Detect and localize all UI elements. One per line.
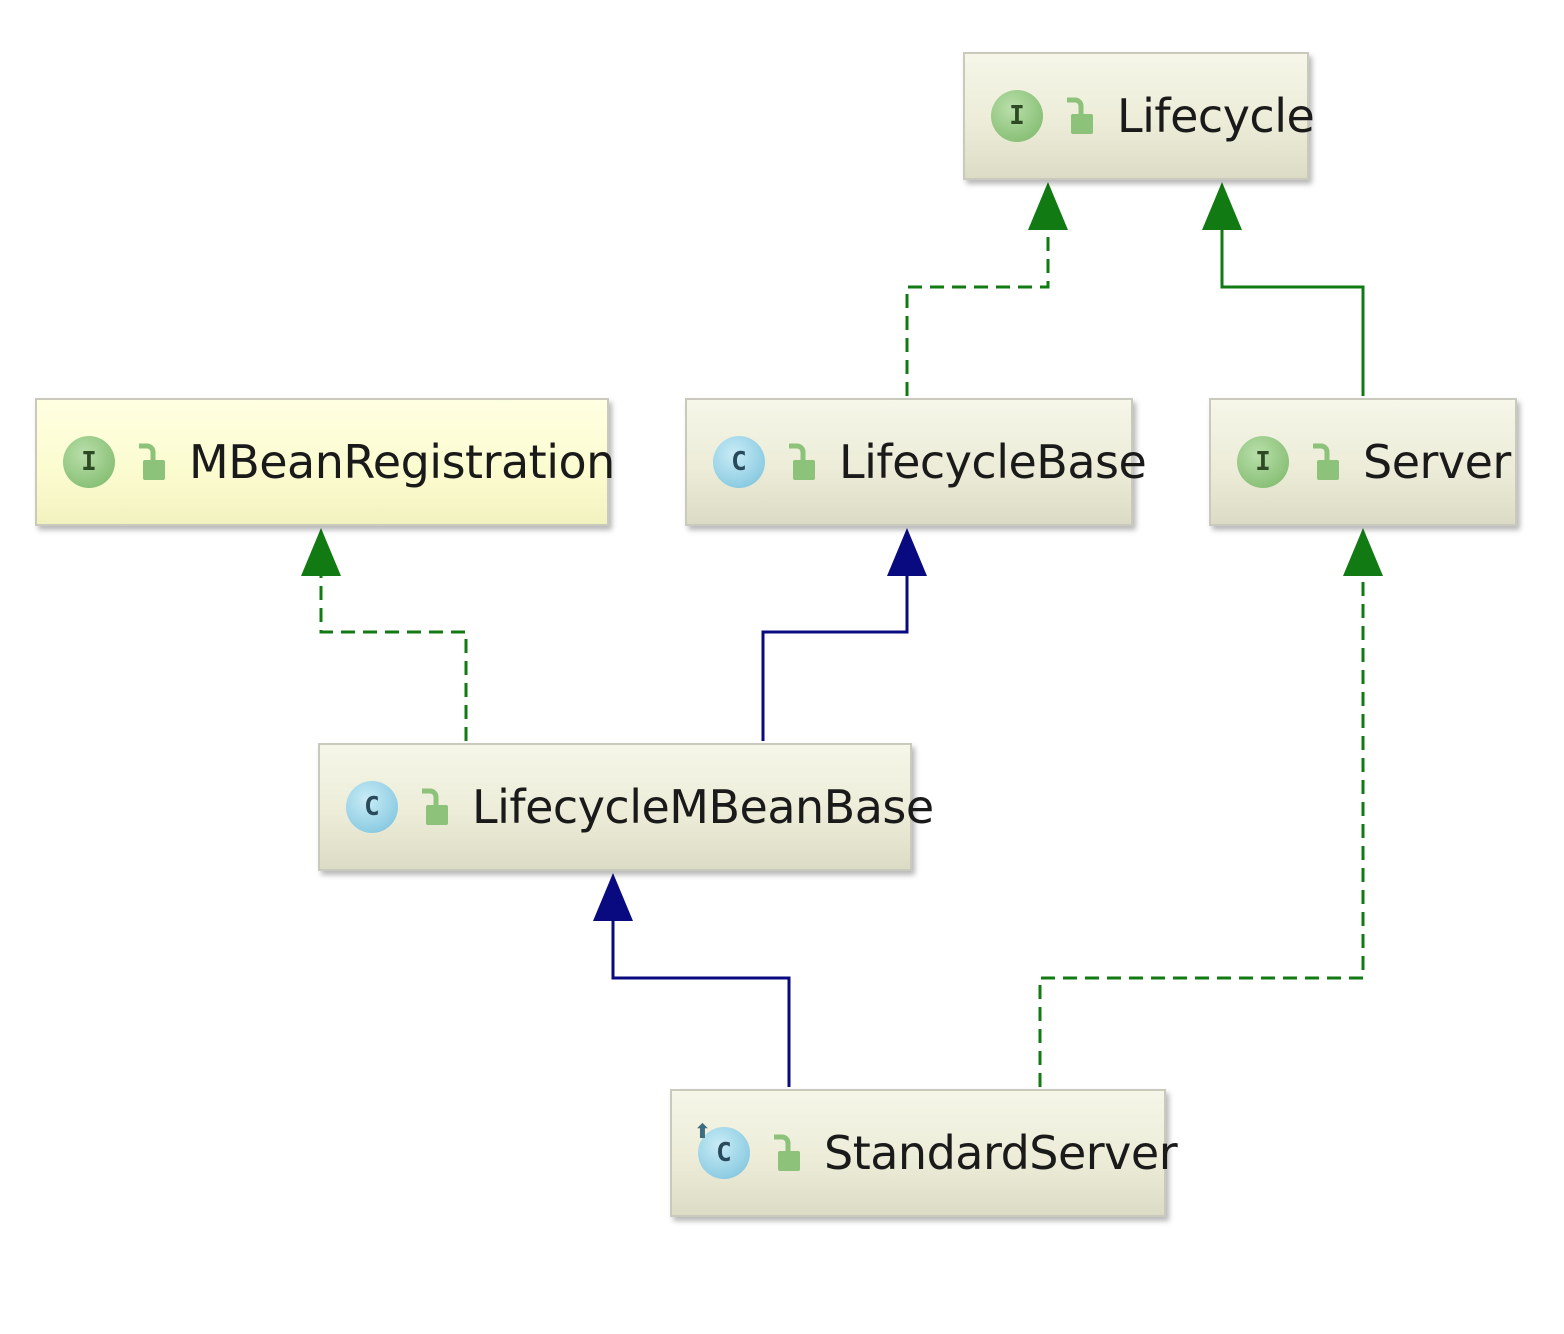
node-server[interactable]: I Server [1209, 398, 1517, 526]
node-label: LifecycleMBeanBase [472, 780, 934, 834]
node-label: Lifecycle [1117, 89, 1315, 143]
lock-open-icon [789, 443, 815, 480]
edge-std-to-server [1038, 536, 1365, 1087]
class-badge-letter: C [716, 1138, 732, 1168]
node-mbean-registration[interactable]: I MBeanRegistration [35, 398, 615, 526]
lock-open-icon [1313, 443, 1339, 480]
edge-server-to-lifecycle [1220, 190, 1365, 396]
node-label: LifecycleBase [839, 435, 1147, 489]
node-lifecycle[interactable]: I Lifecycle [963, 52, 1315, 180]
arrowhead-server-to-lifecycle [1202, 182, 1242, 230]
lock-open-icon [1067, 97, 1093, 134]
arrowhead-lmbase-to-lbase [887, 528, 927, 576]
arrowhead-lmbase-to-mbean [301, 528, 341, 576]
class-badge-icon: C [346, 781, 398, 833]
edge-lbase-to-lifecycle [905, 190, 1050, 396]
edge-lmbase-to-mbean [319, 536, 468, 741]
arrowhead-std-to-lmbase [593, 873, 633, 921]
interface-badge-icon: I [63, 436, 115, 488]
node-label: MBeanRegistration [189, 435, 615, 489]
arrowhead-std-to-server [1343, 528, 1383, 576]
arrowhead-lbase-to-lifecycle [1028, 182, 1068, 230]
interface-badge-icon: I [1237, 436, 1289, 488]
node-standard-server[interactable]: ⬆C StandardServer [670, 1089, 1178, 1217]
class-badge-icon: C [713, 436, 765, 488]
class-badge-icon: ⬆C [694, 1119, 750, 1179]
lock-open-icon [139, 443, 165, 480]
lock-open-icon [774, 1134, 800, 1171]
lock-open-icon [422, 788, 448, 825]
interface-badge-icon: I [991, 90, 1043, 142]
node-label: Server [1363, 435, 1511, 489]
inherited-marker-icon: ⬆ [694, 1119, 711, 1143]
node-label: StandardServer [824, 1126, 1178, 1180]
edge-std-to-lmbase [611, 881, 791, 1087]
node-lifecycle-base[interactable]: C LifecycleBase [685, 398, 1147, 526]
node-lifecycle-mbean-base[interactable]: C LifecycleMBeanBase [318, 743, 934, 871]
edge-lmbase-to-lbase [761, 536, 909, 741]
